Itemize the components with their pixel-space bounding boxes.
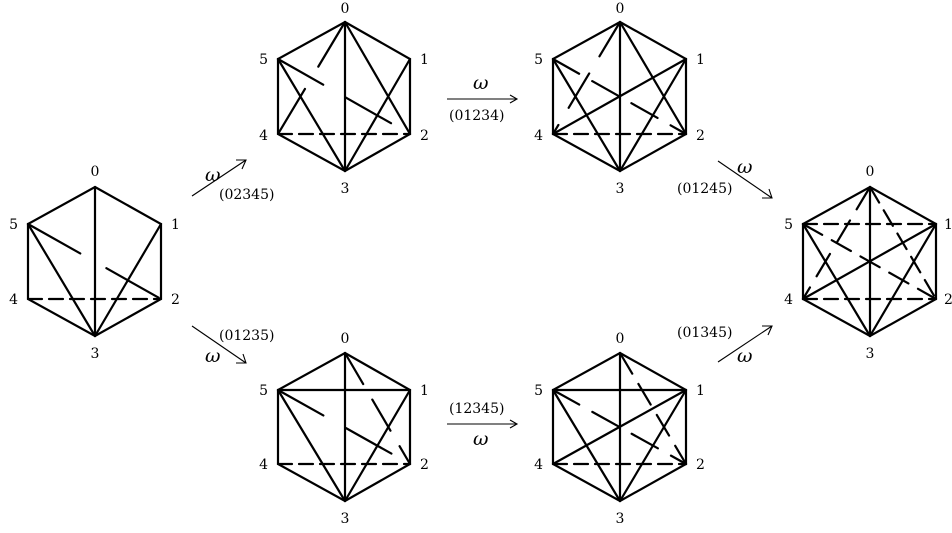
hexagon-b-hidden-edge bbox=[276, 20, 347, 136]
vertex-label-3: 3 bbox=[341, 511, 350, 527]
vertex-label-4: 4 bbox=[259, 128, 268, 144]
hexagon-b-hidden-edge bbox=[276, 57, 412, 136]
hexagon-e: 0 1 2 3 4 5 bbox=[534, 331, 705, 527]
hexagon-c: 0 1 2 3 4 5 bbox=[534, 1, 705, 197]
vertex-label-2: 2 bbox=[696, 457, 705, 473]
hexagon-c-hidden-edge bbox=[551, 57, 688, 136]
arrowhead-icon bbox=[236, 353, 247, 364]
arrow-shaft bbox=[717, 325, 773, 363]
omega-label: ω bbox=[205, 345, 221, 367]
vertex-label-0: 0 bbox=[91, 164, 100, 180]
hexagon-f-hidden-edge bbox=[868, 185, 938, 301]
vertex-label-0: 0 bbox=[341, 1, 350, 17]
vertex-label-1: 1 bbox=[944, 217, 952, 233]
hexagon-f: 0 1 2 3 4 5 bbox=[784, 164, 952, 362]
vertex-label-5: 5 bbox=[534, 383, 543, 399]
arrowhead-icon bbox=[509, 419, 519, 429]
hexagon-a-diagonal bbox=[26, 222, 97, 338]
vertex-label-1: 1 bbox=[420, 52, 429, 68]
arrow-b-to-c: ω (01234) bbox=[447, 72, 519, 124]
vertex-label-0: 0 bbox=[341, 331, 350, 347]
vertex-label-3: 3 bbox=[866, 346, 875, 362]
hexagon-a-hidden-edge bbox=[26, 222, 163, 301]
permutation-label: (01245) bbox=[677, 181, 732, 197]
arrow-e-to-f: (01345) ω bbox=[677, 325, 773, 367]
vertex-label-1: 1 bbox=[696, 383, 705, 399]
arrowhead-icon bbox=[762, 188, 773, 199]
arrow-d-to-e: (12345) ω bbox=[447, 401, 519, 450]
vertex-label-1: 1 bbox=[420, 383, 429, 399]
omega-label: ω bbox=[737, 345, 753, 367]
hexagon-c-hidden-edge bbox=[551, 20, 622, 136]
hexagon-a: 0 1 2 3 4 5 bbox=[9, 164, 180, 362]
hexagon-e-hidden-edge bbox=[618, 351, 688, 466]
hexagon-c-diagonal bbox=[551, 57, 688, 136]
omega-label: ω bbox=[473, 72, 489, 94]
arrow-a-to-d: (01235) ω bbox=[191, 325, 274, 367]
vertex-label-5: 5 bbox=[259, 383, 268, 399]
arrowhead-icon bbox=[236, 159, 247, 170]
vertex-label-2: 2 bbox=[420, 128, 429, 144]
vertex-label-1: 1 bbox=[171, 217, 180, 233]
hexagon-d-hidden-edge bbox=[343, 351, 412, 466]
vertex-label-3: 3 bbox=[91, 346, 100, 362]
vertex-label-3: 3 bbox=[616, 511, 625, 527]
arrow-shaft bbox=[191, 159, 247, 197]
arrow-c-to-f: ω (01245) bbox=[677, 156, 773, 199]
permutation-label: (01235) bbox=[219, 328, 274, 344]
vertex-label-5: 5 bbox=[9, 217, 18, 233]
hexagon-d-diagonal bbox=[276, 388, 347, 503]
vertex-label-2: 2 bbox=[171, 292, 180, 308]
hexagon-b: 0 1 2 3 4 5 bbox=[259, 1, 429, 197]
hexagon-d: 0 1 2 3 4 5 bbox=[259, 331, 429, 527]
vertex-label-5: 5 bbox=[259, 52, 268, 68]
vertex-label-0: 0 bbox=[866, 164, 875, 180]
vertex-label-4: 4 bbox=[534, 457, 543, 473]
arrowhead-icon bbox=[762, 325, 773, 336]
arrow-a-to-b: ω (02345) bbox=[191, 159, 274, 203]
omega-label: ω bbox=[473, 428, 489, 450]
vertex-label-4: 4 bbox=[259, 457, 268, 473]
arrow-shaft bbox=[191, 325, 247, 364]
vertex-label-3: 3 bbox=[616, 181, 625, 197]
permutation-label: (01234) bbox=[449, 108, 504, 124]
arrowhead-icon bbox=[509, 94, 519, 104]
omega-label: ω bbox=[205, 164, 221, 186]
vertex-label-3: 3 bbox=[341, 181, 350, 197]
vertex-label-5: 5 bbox=[534, 52, 543, 68]
hexagon-b-diagonal bbox=[276, 57, 347, 173]
vertex-label-5: 5 bbox=[784, 217, 793, 233]
omega-label: ω bbox=[737, 156, 753, 178]
vertex-label-2: 2 bbox=[944, 292, 952, 308]
hexagon-f-hidden-edge bbox=[801, 222, 938, 301]
hexagon-e-diagonal bbox=[551, 388, 688, 466]
permutation-label: (12345) bbox=[449, 401, 504, 417]
vertex-label-0: 0 bbox=[616, 1, 625, 17]
hexagon-d-hidden-edge bbox=[276, 388, 412, 466]
hexagon-e-hidden-edge bbox=[551, 388, 688, 466]
permutation-label: (01345) bbox=[677, 325, 732, 341]
hexagon-b-diagonal bbox=[343, 20, 412, 136]
vertex-label-2: 2 bbox=[420, 457, 429, 473]
vertex-label-4: 4 bbox=[534, 128, 543, 144]
vertex-label-4: 4 bbox=[9, 292, 18, 308]
vertex-label-1: 1 bbox=[696, 52, 705, 68]
arrow-shaft bbox=[717, 160, 773, 199]
vertex-label-4: 4 bbox=[784, 292, 793, 308]
vertex-label-2: 2 bbox=[696, 128, 705, 144]
permutation-label: (02345) bbox=[219, 187, 274, 203]
vertex-label-0: 0 bbox=[616, 331, 625, 347]
